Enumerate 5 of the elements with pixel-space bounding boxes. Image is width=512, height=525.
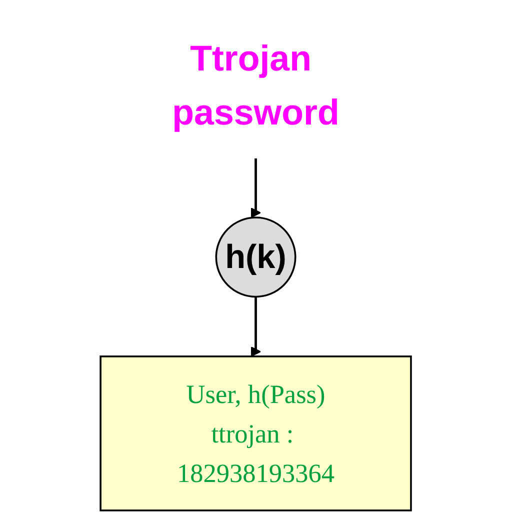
node-text: Ttrojan password (172, 40, 340, 133)
node-circle: h(k) (216, 216, 296, 298)
arrow (250, 158, 262, 218)
node-box: User, h(Pass) ttrojan : 182938193364 (100, 356, 412, 512)
arrow (250, 296, 262, 357)
